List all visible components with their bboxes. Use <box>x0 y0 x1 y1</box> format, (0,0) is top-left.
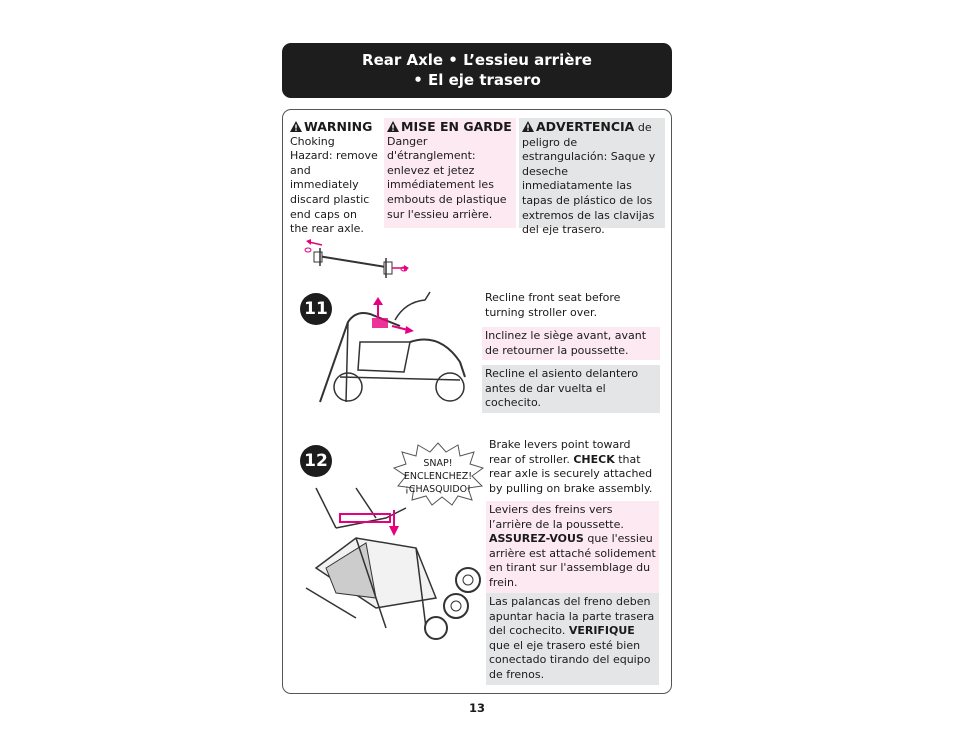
snap-text-en: SNAP! <box>423 458 453 469</box>
warning-es-body: peligro de estrangulación: Saque y desec… <box>522 135 656 237</box>
warning-es: ADVERTENCIA de peligro de estrangulación… <box>519 118 665 236</box>
step-11-text-es: Recline el asiento delantero antes de da… <box>482 365 660 413</box>
warning-en-body: Choking Hazard: remove and immediately d… <box>290 134 378 236</box>
step-11-text-en: Recline front seat before turning stroll… <box>485 291 621 319</box>
step-12-en-part-1: Brake levers point toward rear of stroll… <box>489 438 631 466</box>
step-11-number: 11 <box>300 293 332 325</box>
warning-triangle-icon <box>290 121 302 132</box>
header-line-2: • El eje trasero <box>413 71 541 89</box>
step-12-fr-part-2: que l'essieu arrière est attaché solidem… <box>489 532 656 589</box>
rear-axle-illustration <box>304 239 409 278</box>
snap-text-es: ¡CHASQUIDO! <box>405 484 471 495</box>
step-12-fr-part-1: Leviers des freins vers l’arrière de la … <box>489 503 624 531</box>
warning-triangle-icon <box>522 121 534 132</box>
warning-fr-title: MISE EN GARDE <box>401 119 512 134</box>
step-12-es-part-2: que el eje trasero esté bien conectado t… <box>489 638 651 681</box>
snap-burst-shape <box>392 442 485 506</box>
warning-en: WARNING Choking Hazard: remove and immed… <box>287 118 381 239</box>
snap-callout: SNAP! ENCLENCHEZ! ¡CHASQUIDO! <box>392 446 484 504</box>
step-11-illustration <box>319 291 466 403</box>
warning-fr: MISE EN GARDE Danger d'étranglement: enl… <box>384 118 516 228</box>
step-12-es-part-1: Las palancas del freno deben apuntar hac… <box>489 595 655 638</box>
step-12-fr-bold: ASSUREZ-VOUS <box>489 532 584 546</box>
step-12-en-part-2: that rear axle is securely attached by p… <box>489 452 653 495</box>
step-12-text-fr: Leviers des freins vers l’arrière de la … <box>486 501 659 593</box>
warning-es-title: ADVERTENCIA <box>536 119 635 134</box>
step-12-text-en: Brake levers point toward rear of stroll… <box>486 436 658 498</box>
step-12-number: 12 <box>300 445 332 477</box>
header-line-1: Rear Axle • L’essieu arrière <box>362 51 592 69</box>
section-header: Rear Axle • L’essieu arrière • El eje tr… <box>282 43 672 98</box>
page-number: 13 <box>468 701 485 715</box>
step-12-illustration <box>305 487 481 640</box>
step-12-es-bold: VERIFIQUE <box>568 624 635 638</box>
step-12-text-es: Las palancas del freno deben apuntar hac… <box>486 593 659 685</box>
step-12-en-bold: CHECK <box>573 452 615 466</box>
content-frame <box>282 109 672 694</box>
snap-text-fr: ENCLENCHEZ! <box>403 471 473 482</box>
warning-triangle-icon <box>387 121 399 132</box>
warning-fr-body: Danger d'étranglement: enlevez et jetez … <box>387 134 507 221</box>
warning-es-title-suffix: de <box>634 121 652 134</box>
step-11-text-fr: Inclinez le siège avant, avant de retour… <box>482 327 660 361</box>
warning-en-title: WARNING <box>304 119 373 134</box>
